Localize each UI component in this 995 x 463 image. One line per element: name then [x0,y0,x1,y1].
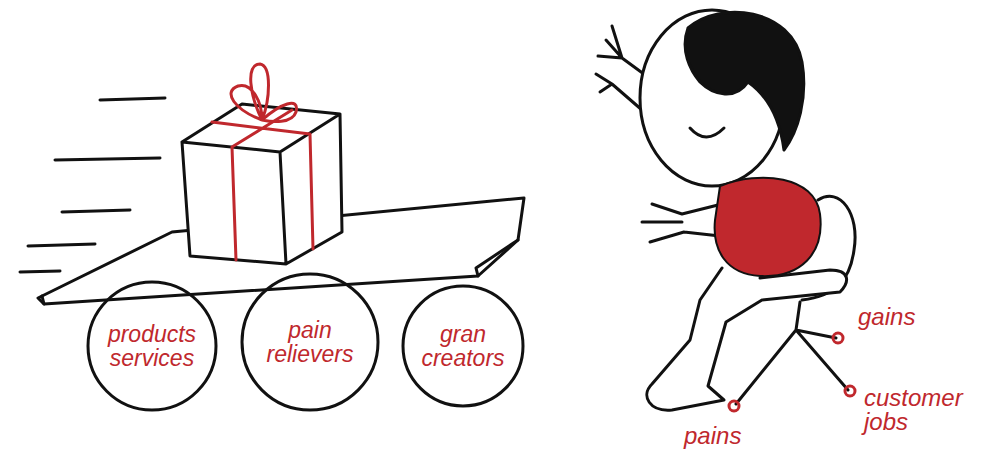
shirt [715,178,821,276]
gift-bow [231,64,296,122]
wheel-circle: gran creators [401,284,525,408]
chair-label: customer jobs [864,386,963,434]
lower-arm [642,204,722,242]
wheel-ring [242,274,378,410]
smile [690,128,724,137]
wheel-circle: products services [86,280,218,412]
wheel-label: products services [108,322,196,370]
wheel-label: gran creators [421,322,504,370]
gift-ribbon [212,110,313,260]
chair-base [736,302,848,404]
hair [685,12,804,150]
wheel-label: pain relievers [267,318,354,366]
chair-label: pains [684,424,741,448]
wheel-ring [88,282,216,410]
chair-label: gains [858,305,915,329]
wheel-dot [845,386,855,396]
wheel-dot [833,333,843,343]
wheel-dot [729,401,739,411]
wheel-ring [403,286,523,406]
wheel-circle: pain relievers [240,272,380,412]
gift-box [182,104,342,264]
